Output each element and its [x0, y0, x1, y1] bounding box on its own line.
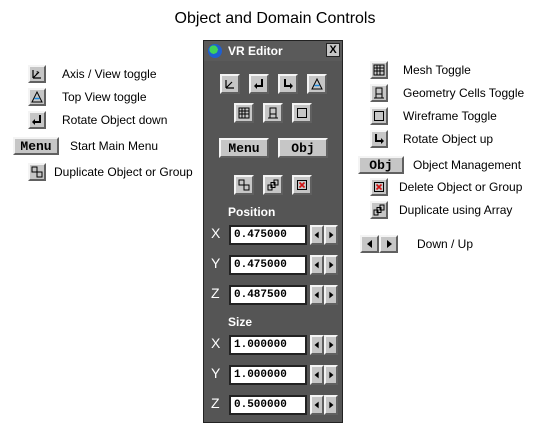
legend-label: Top View toggle: [62, 90, 147, 104]
legend-label: Delete Object or Group: [399, 180, 523, 194]
close-button[interactable]: X: [326, 43, 340, 57]
globe-icon: [208, 44, 222, 58]
legend-label: Axis / View toggle: [62, 67, 157, 81]
size-y-field[interactable]: 1.000000: [229, 365, 307, 385]
delete-icon: [370, 178, 388, 196]
increment-arrow-icon[interactable]: [324, 255, 338, 275]
rotate-up-icon: [370, 130, 388, 148]
legend-start-menu: Menu Start Main Menu: [13, 137, 158, 155]
top-view-icon: [28, 88, 46, 106]
position-x-stepper: [310, 225, 338, 245]
legend-label: Object Management: [413, 158, 522, 172]
rotate-down-icon: [28, 111, 46, 129]
legend-top-view: Top View toggle: [28, 88, 147, 106]
legend-label: Geometry Cells Toggle: [403, 86, 525, 100]
decrement-arrow-icon[interactable]: [310, 365, 324, 385]
mesh-icon: [370, 61, 388, 79]
decrement-arrow-icon[interactable]: [310, 395, 324, 415]
position-z-label: Z: [211, 285, 220, 301]
size-y-label: Y: [211, 365, 221, 381]
size-z-field[interactable]: 0.500000: [229, 395, 307, 415]
wireframe-toggle-button[interactable]: [292, 103, 312, 123]
legend-wireframe: Wireframe Toggle: [370, 107, 497, 125]
increment-arrow-icon[interactable]: [324, 335, 338, 355]
page-title: Object and Domain Controls: [174, 10, 376, 27]
position-y-label: Y: [211, 255, 221, 271]
size-y-stepper: [310, 365, 338, 385]
delete-button[interactable]: [292, 175, 312, 195]
rotate-down-button[interactable]: [249, 74, 269, 94]
increment-arrow-icon[interactable]: [324, 285, 338, 305]
legend-delete: Delete Object or Group: [370, 178, 522, 196]
top-view-toggle-button[interactable]: [307, 74, 327, 94]
menu-button[interactable]: Menu: [219, 138, 269, 158]
vr-editor-window: VR Editor X Menu Obj Position X 0.475000…: [203, 40, 343, 423]
geometry-cells-toggle-button[interactable]: [263, 103, 283, 123]
size-x-stepper: [310, 335, 338, 355]
duplicate-array-icon: [370, 201, 388, 219]
legend-geometry-cells: Geometry Cells Toggle: [370, 84, 524, 102]
position-z-field[interactable]: 0.487500: [229, 285, 307, 305]
window-title: VR Editor: [228, 44, 283, 58]
position-heading: Position: [228, 205, 276, 219]
legend-label: Start Main Menu: [70, 139, 159, 153]
decrement-arrow-icon[interactable]: [310, 225, 324, 245]
legend-duplicate-array: Duplicate using Array: [370, 201, 512, 219]
position-y-stepper: [310, 255, 338, 275]
legend-label: Duplicate Object or Group: [54, 165, 193, 179]
geometry-cells-icon: [370, 84, 388, 102]
legend-label: Rotate Object up: [403, 132, 494, 146]
legend-rotate-up: Rotate Object up: [370, 130, 493, 148]
obj-button-sample: Obj: [358, 156, 404, 174]
size-x-field[interactable]: 1.000000: [229, 335, 307, 355]
legend-rotate-down: Rotate Object down: [28, 111, 167, 129]
decrement-arrow-icon[interactable]: [310, 255, 324, 275]
legend-mesh: Mesh Toggle: [370, 61, 471, 79]
legend-duplicate: Duplicate Object or Group: [28, 163, 193, 181]
legend-label: Rotate Object down: [62, 113, 168, 127]
legend-axis-view: z Axis / View toggle: [28, 65, 157, 83]
svg-text:z: z: [36, 70, 39, 76]
duplicate-icon: [28, 163, 46, 181]
size-heading: Size: [228, 315, 253, 329]
size-x-label: X: [211, 335, 221, 351]
legend-down-up: Down / Up: [360, 235, 473, 253]
menu-button-sample: Menu: [13, 137, 59, 155]
legend-object-management: Obj Object Management: [358, 156, 521, 174]
duplicate-button[interactable]: [234, 175, 254, 195]
position-y-field[interactable]: 0.475000: [229, 255, 307, 275]
window-titlebar[interactable]: VR Editor X: [204, 41, 342, 61]
rotate-up-button[interactable]: [278, 74, 298, 94]
increment-arrow-icon[interactable]: [324, 395, 338, 415]
size-z-stepper: [310, 395, 338, 415]
size-z-label: Z: [211, 395, 220, 411]
increment-arrow-icon[interactable]: [324, 225, 338, 245]
legend-label: Duplicate using Array: [399, 203, 513, 217]
increment-arrow-icon[interactable]: [324, 365, 338, 385]
axis-view-icon: z: [28, 65, 46, 83]
legend-label: Down / Up: [417, 237, 474, 251]
decrement-arrow-icon[interactable]: [310, 335, 324, 355]
axis-view-toggle-button[interactable]: [220, 74, 240, 94]
decrement-arrow-icon[interactable]: [310, 285, 324, 305]
duplicate-array-button[interactable]: [263, 175, 283, 195]
legend-label: Mesh Toggle: [403, 63, 471, 77]
obj-button[interactable]: Obj: [278, 138, 328, 158]
wireframe-icon: [370, 107, 388, 125]
legend-label: Wireframe Toggle: [403, 109, 497, 123]
up-arrow-icon: [379, 235, 398, 253]
position-x-field[interactable]: 0.475000: [229, 225, 307, 245]
down-arrow-icon: [360, 235, 379, 253]
mesh-toggle-button[interactable]: [234, 103, 254, 123]
position-z-stepper: [310, 285, 338, 305]
position-x-label: X: [211, 225, 221, 241]
